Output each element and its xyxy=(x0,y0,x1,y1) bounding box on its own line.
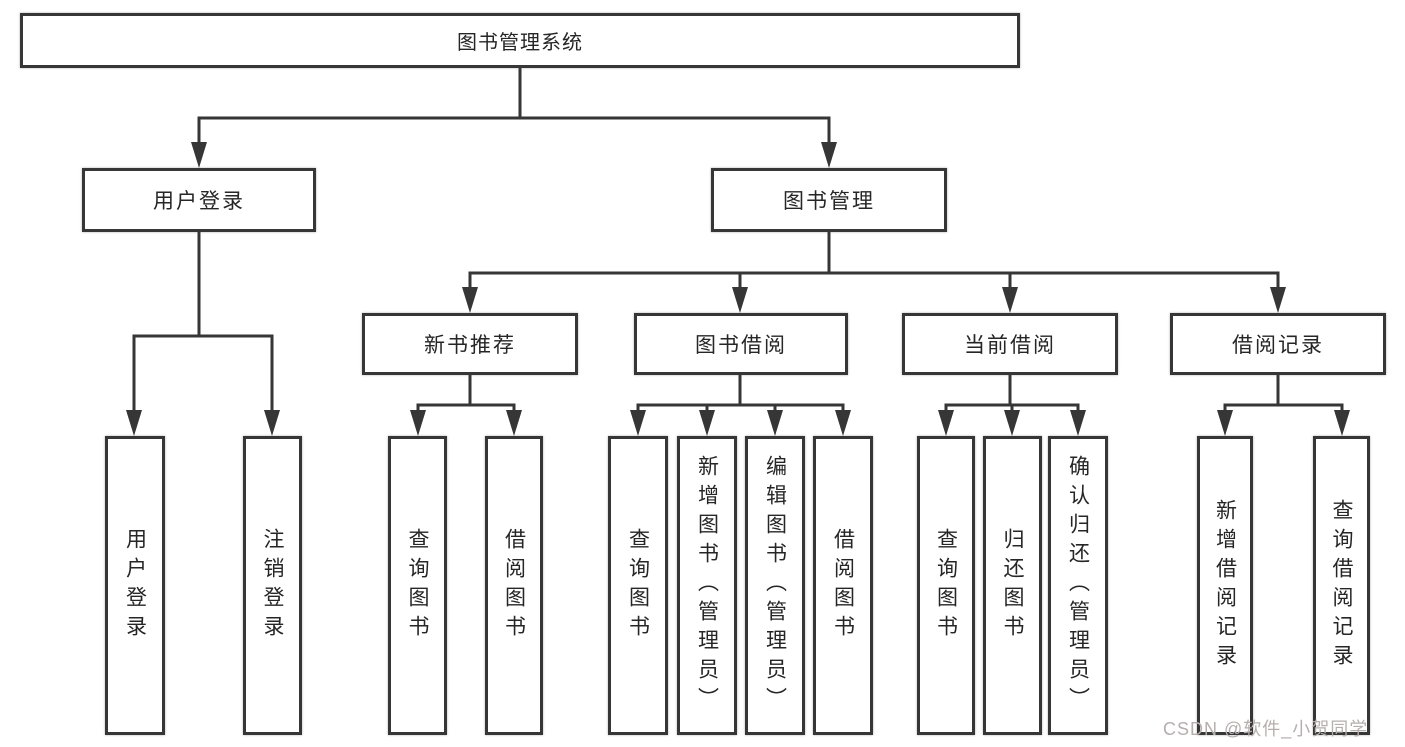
leaf-edit-book-admin-label: 编辑图书（管理员） xyxy=(763,455,787,716)
node-user-login: 用户登录 xyxy=(82,168,316,232)
connector-user-login-children xyxy=(126,230,280,436)
leaf-add-borrow-record: 新增借阅记录 xyxy=(1197,436,1253,735)
leaf-confirm-return-admin: 确认归还（管理员） xyxy=(1048,436,1108,735)
node-current-borrow-label: 当前借阅 xyxy=(964,334,1056,357)
node-book-borrow-label: 图书借阅 xyxy=(695,334,787,357)
node-book-borrow: 图书借阅 xyxy=(634,313,848,375)
connector-root-to-level2 xyxy=(191,66,837,168)
leaf-query-books-current-label: 查询图书 xyxy=(934,527,958,644)
leaf-query-books-recommend-label: 查询图书 xyxy=(406,527,429,644)
leaf-query-borrow-record-label: 查询借阅记录 xyxy=(1330,498,1353,673)
leaf-query-books-recommend: 查询图书 xyxy=(388,436,447,735)
leaf-confirm-return-admin-label: 确认归还（管理员） xyxy=(1066,455,1090,716)
node-new-book-recommend: 新书推荐 xyxy=(362,313,578,375)
leaf-user-login: 用户登录 xyxy=(105,436,165,735)
leaf-borrow-books-label: 借阅图书 xyxy=(831,527,855,644)
node-root: 图书管理系统 xyxy=(20,13,1020,68)
node-user-login-label: 用户登录 xyxy=(153,190,245,213)
leaf-logout-login: 注销登录 xyxy=(243,436,302,735)
leaf-return-books-label: 归还图书 xyxy=(1001,527,1024,644)
node-borrow-records-label: 借阅记录 xyxy=(1232,334,1324,357)
leaf-edit-book-admin: 编辑图书（管理员） xyxy=(745,436,805,735)
leaf-user-login-label: 用户登录 xyxy=(123,527,147,644)
node-book-management: 图书管理 xyxy=(711,168,947,232)
leaf-borrow-books: 借阅图书 xyxy=(813,436,873,735)
node-root-label: 图书管理系统 xyxy=(457,32,583,54)
leaf-add-borrow-record-label: 新增借阅记录 xyxy=(1213,498,1237,673)
csdn-watermark: CSDN @软件_小贺同学 xyxy=(1163,719,1369,739)
node-new-book-recommend-label: 新书推荐 xyxy=(424,334,516,357)
node-current-borrow: 当前借阅 xyxy=(902,313,1118,375)
leaf-borrow-books-recommend: 借阅图书 xyxy=(485,436,543,735)
connector-book-borrow-children xyxy=(630,373,851,436)
leaf-query-books-borrow: 查询图书 xyxy=(608,436,668,735)
leaf-logout-login-label: 注销登录 xyxy=(261,527,284,644)
connector-new-book-recommend-children xyxy=(410,373,522,436)
leaf-borrow-books-recommend-label: 借阅图书 xyxy=(502,527,526,644)
node-book-management-label: 图书管理 xyxy=(783,190,875,213)
leaf-query-books-current: 查询图书 xyxy=(917,436,975,735)
connector-book-management-children xyxy=(462,230,1286,313)
leaf-add-book-admin-label: 新增图书（管理员） xyxy=(695,455,719,716)
leaf-return-books: 归还图书 xyxy=(983,436,1042,735)
leaf-query-books-borrow-label: 查询图书 xyxy=(626,527,650,644)
leaf-add-book-admin: 新增图书（管理员） xyxy=(677,436,737,735)
connector-borrow-records-children xyxy=(1217,373,1350,436)
node-borrow-records: 借阅记录 xyxy=(1170,313,1386,375)
connector-current-borrow-children xyxy=(938,373,1086,436)
leaf-query-borrow-record: 查询借阅记录 xyxy=(1313,436,1370,735)
